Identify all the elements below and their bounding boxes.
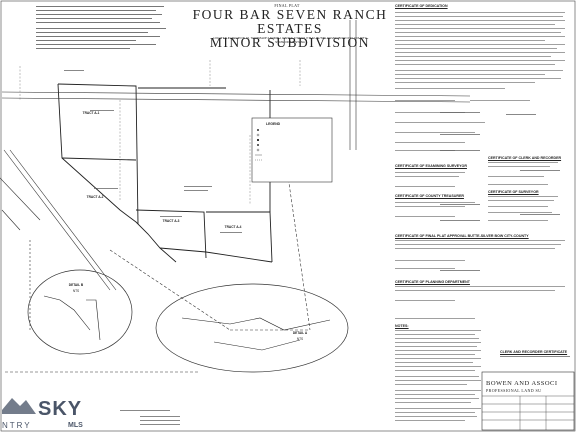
certificate-final-plat-approval: CERTIFICATE OF FINAL PLAT APPROVAL BUTTE… xyxy=(395,234,529,238)
certificate-planning-department: CERTIFICATE OF PLANNING DEPARTMENT xyxy=(395,280,470,284)
certificate-county-treasurer: CERTIFICATE OF COUNTY TREASURER xyxy=(395,194,464,198)
certificate-examining-surveyor: CERTIFICATE OF EXAMINING SURVEYOR xyxy=(395,164,467,168)
watermark-mls: MLS xyxy=(68,422,83,429)
detail-b-scale: NTS xyxy=(72,289,80,293)
tract-a4-label: TRACT A-4 xyxy=(224,225,242,229)
plat-title-line1: FOUR BAR SEVEN RANCH ESTATES xyxy=(192,7,388,36)
certificate-surveyor: CERTIFICATE OF SURVEYOR xyxy=(488,190,539,194)
final-plat-label: FINAL PLAT xyxy=(274,3,300,8)
watermark-sub: NTRY xyxy=(2,421,32,430)
notes-heading: NOTES: xyxy=(395,324,409,328)
certificate-clerk-recorder: CERTIFICATE OF CLERK AND RECORDER xyxy=(488,156,562,160)
firm-subtitle: PROFESSIONAL LAND SU xyxy=(486,388,542,393)
detail-a-scale: NTS xyxy=(296,337,304,341)
plat-title-line2: MINOR SUBDIVISION xyxy=(209,35,371,50)
legend-title: LEGEND xyxy=(266,122,281,126)
plat-location: LOCATED IN SECTION 10, TOWNSHIP 2 NORTH,… xyxy=(212,36,368,44)
tract-a2-label: TRACT A-2 xyxy=(86,195,104,199)
clerk-recording-heading: CLERK AND RECORDER CERTIFICATE xyxy=(500,350,568,354)
firm-name: BOWEN AND ASSOCI xyxy=(486,380,558,387)
detail-b-label: DETAIL B xyxy=(68,283,84,287)
certificate-dedication: CERTIFICATE OF DEDICATION xyxy=(395,4,448,8)
tract-a1-label: TRACT A-1 xyxy=(82,111,100,115)
detail-a-label: DETAIL A xyxy=(292,331,308,335)
tract-a3-label: TRACT A-3 xyxy=(162,219,180,223)
plat-title: FOUR BAR SEVEN RANCH ESTATES MINOR SUBDI… xyxy=(190,8,390,50)
watermark-brand: SKY xyxy=(38,398,83,420)
